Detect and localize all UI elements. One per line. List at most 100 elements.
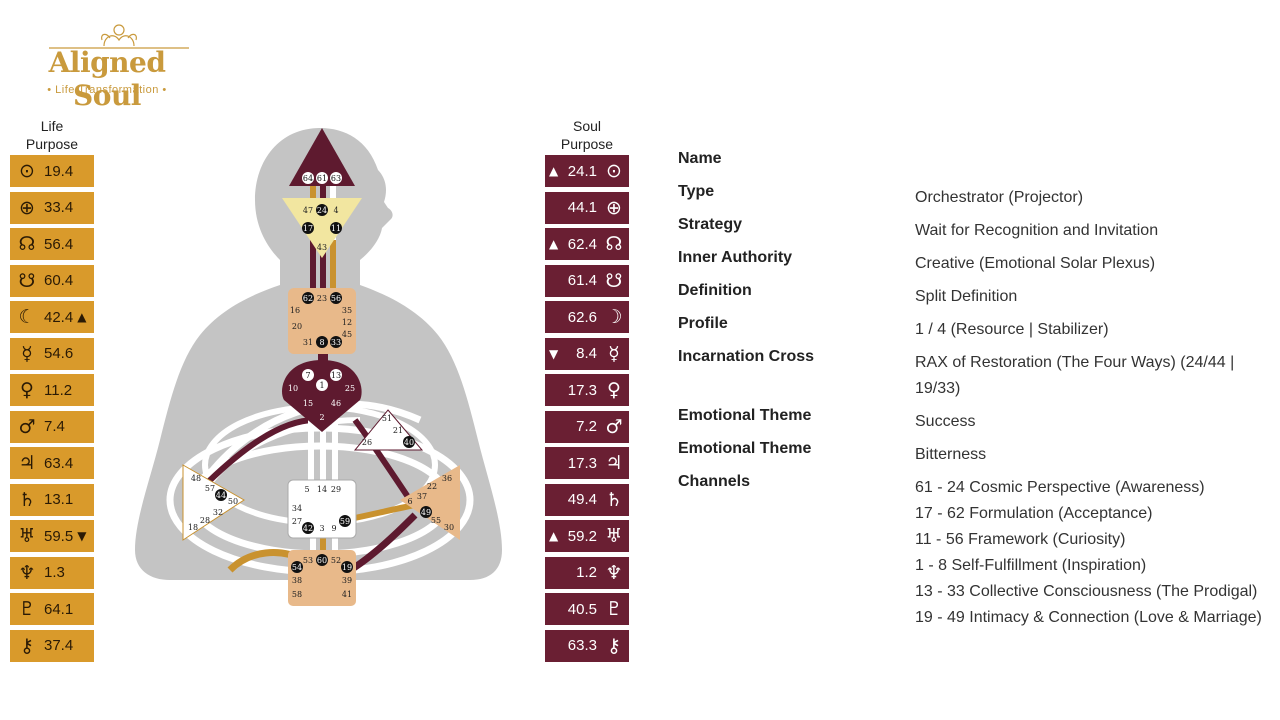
info-value	[915, 146, 1275, 172]
gate-17-activation	[302, 222, 314, 234]
gate-49-label: 49	[421, 508, 431, 517]
south-node-icon: ☋	[18, 269, 36, 292]
info-label: Emotional Theme	[678, 407, 812, 424]
venus-icon: ♀	[607, 379, 621, 401]
info-label: Strategy	[678, 216, 743, 233]
gate-27-label: 27	[292, 517, 302, 526]
gate-44-label: 44	[216, 491, 226, 500]
gate-23-label: 23	[317, 294, 327, 303]
gate-62-label: 62	[303, 294, 313, 303]
gate-value: 62.6	[567, 308, 597, 326]
gate-42-activation	[302, 522, 314, 534]
gate-30-label: 30	[444, 523, 454, 532]
gate-32-label: 32	[213, 508, 223, 517]
gate-2-label: 2	[319, 413, 324, 422]
gate-58-label: 58	[292, 590, 302, 599]
life-planet-row: ♄ 13.1	[10, 483, 94, 516]
info-label: Definition	[678, 282, 752, 299]
gate-50-label: 50	[228, 497, 238, 506]
gate-60-label: 60	[317, 556, 327, 565]
gate-value: 19.4	[44, 162, 74, 180]
life-planet-row: ⊕33.4	[10, 191, 94, 224]
saturn-icon: ♄	[605, 488, 623, 511]
info-label: Incarnation Cross	[678, 348, 815, 365]
info-row: Name	[678, 146, 1275, 172]
soul-planet-row: ▲24.1⊙	[545, 155, 629, 187]
gate-value: 7.2	[576, 418, 597, 435]
gate-value: 13.1	[44, 491, 74, 508]
channels-label: Channels	[678, 473, 751, 490]
chiron-icon: ⚷	[20, 634, 34, 657]
info-value: Creative (Emotional Solar Plexus)	[915, 255, 1156, 272]
gate-value: 1.3	[44, 564, 65, 581]
gate-value: 54.6	[44, 345, 74, 362]
soul-planet-row: ▲62.4☊	[545, 228, 629, 260]
earth-icon: ⊕	[606, 196, 622, 219]
gate-59-activation	[339, 515, 351, 527]
detriment-arrow-icon: ▼	[77, 529, 87, 543]
south-node-icon: ☋	[605, 269, 623, 292]
life-planet-row: ☊56.4	[10, 228, 94, 260]
gate-52-label: 52	[331, 556, 341, 565]
gate-value: 61.4	[567, 272, 597, 289]
gate-54-label: 54	[292, 563, 302, 572]
gate-12-label: 12	[342, 318, 352, 327]
gate-value: 59.5	[44, 527, 74, 545]
soul-planet-row: 63.3⚷	[545, 629, 629, 662]
gate-22-label: 22	[427, 482, 437, 491]
gate-64-activation	[302, 172, 314, 184]
channel-item: 17 - 62 Formulation (Acceptance)	[915, 505, 1153, 522]
info-value: Success	[915, 413, 976, 430]
gate-51-label: 51	[382, 414, 392, 423]
mars-icon: ♂	[18, 415, 36, 438]
detriment-arrow-icon: ▼	[549, 346, 559, 361]
soul-planet-row: 49.4♄	[545, 483, 629, 516]
gate-5-label: 5	[304, 485, 309, 494]
gate-24-label: 24	[317, 206, 327, 215]
gate-21-label: 21	[393, 426, 403, 435]
gate-13-activation	[330, 369, 342, 381]
gate-value: 33.4	[44, 199, 74, 216]
life-planet-row: ⚷37.4	[10, 629, 94, 662]
gate-value: 24.1	[567, 162, 597, 180]
gate-value: 60.4	[44, 272, 74, 289]
logo-flourish-icon	[49, 24, 189, 49]
gate-value: 7.4	[44, 418, 65, 435]
logo-subtitle: • Life Transformation •	[47, 84, 167, 96]
exalted-arrow-icon: ▲	[77, 310, 87, 324]
info-label: Name	[678, 150, 722, 167]
life-planet-row: ♆ 1.3	[10, 556, 94, 589]
gate-25-label: 25	[345, 384, 355, 393]
moon-icon: ☾	[18, 306, 36, 328]
mars-icon: ♂	[605, 415, 623, 438]
gate-54-activation	[291, 561, 303, 573]
soul-planet-row: 1.2♆	[545, 556, 629, 589]
info-label: Profile	[678, 315, 728, 332]
neptune-icon: ♆	[605, 561, 623, 584]
neptune-icon: ♆	[18, 561, 36, 584]
gate-29-label: 29	[331, 485, 341, 494]
gate-55-label: 55	[431, 516, 441, 525]
gate-value: 62.4	[567, 235, 597, 253]
gate-34-label: 34	[292, 504, 302, 513]
gate-1-label: 1	[319, 381, 324, 390]
gate-19-activation	[341, 561, 353, 573]
moon-icon: ☽	[605, 306, 623, 328]
north-node-icon: ☊	[18, 233, 36, 255]
gate-14-label: 14	[317, 485, 327, 494]
life-planet-row: ♅59.5▼	[10, 520, 94, 552]
saturn-icon: ♄	[18, 488, 36, 511]
gate-15-label: 15	[303, 399, 313, 408]
channel-item: 13 - 33 Collective Consciousness (The Pr…	[915, 583, 1258, 600]
gate-57-label: 57	[205, 484, 215, 493]
soul-planet-row: 62.6 ☽	[545, 301, 629, 333]
gate-3-label: 3	[319, 524, 324, 533]
